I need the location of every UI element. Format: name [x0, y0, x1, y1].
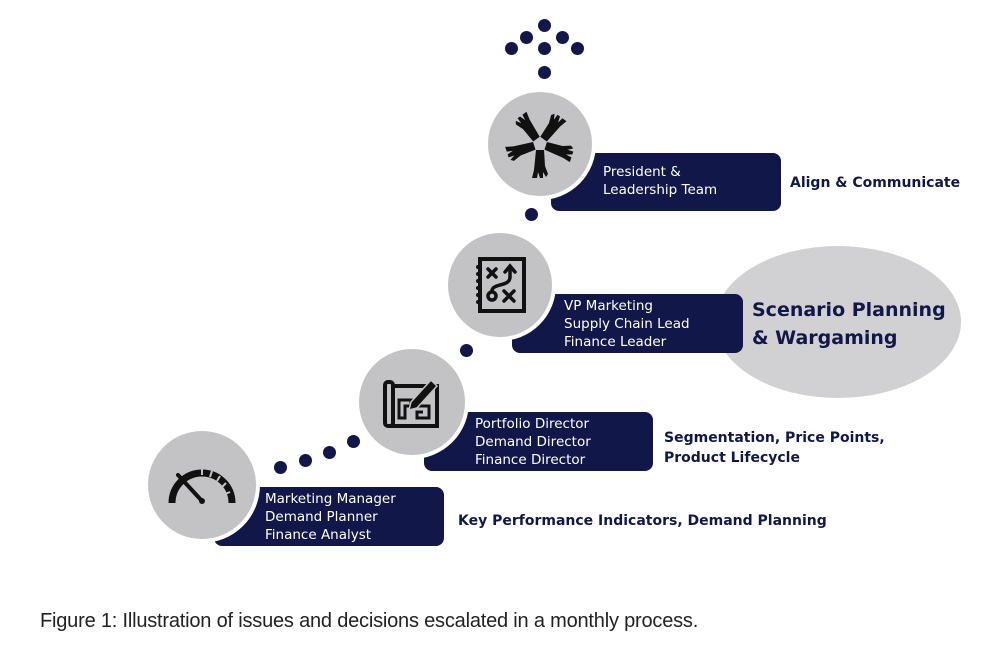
focus-ellipse [715, 246, 961, 398]
role-label: President & [603, 164, 681, 180]
role-label: Demand Director [475, 434, 591, 450]
connector-dot [347, 435, 360, 448]
arrow-dot [505, 42, 518, 55]
arrow-dot [538, 66, 551, 79]
stage-1-focus: Key Performance Indicators, Demand Plann… [458, 511, 827, 531]
focus-line: Scenario Planning [752, 299, 946, 321]
role-label: Leadership Team [603, 182, 718, 198]
focus-line: Product Lifecycle [664, 450, 800, 466]
focus-line: Segmentation, Price Points, [664, 430, 885, 446]
role-label: Demand Planner [265, 509, 378, 525]
role-label: VP Marketing [564, 298, 653, 314]
arrow-dot [556, 31, 569, 44]
connector-dot [274, 461, 287, 474]
stage-3-roles-box: VP Marketing Supply Chain Lead Finance L… [512, 294, 743, 353]
focus-line: Key Performance Indicators, Demand Plann… [458, 513, 827, 529]
arrow-dot [571, 42, 584, 55]
stage-1-circle [144, 427, 260, 543]
stage-2-circle [355, 345, 469, 459]
stage-4-circle [484, 88, 596, 200]
hands-together-icon [505, 111, 574, 178]
stage-3-circle [444, 229, 556, 341]
arrow-dot [538, 42, 551, 55]
stage-3-focus: Scenario Planning & Wargaming [752, 296, 946, 352]
focus-line: & Wargaming [752, 327, 898, 349]
role-label: Supply Chain Lead [564, 316, 690, 332]
role-label: Portfolio Director [475, 416, 590, 432]
figure-caption: Figure 1: Illustration of issues and dec… [40, 610, 699, 632]
arrow-dot [538, 19, 551, 32]
connector-dot [525, 208, 538, 221]
speedometer-icon [168, 469, 236, 504]
role-label: Finance Director [475, 452, 586, 468]
role-label: Finance Analyst [265, 527, 372, 543]
connector-dot [299, 454, 312, 467]
connector-dot [323, 446, 336, 459]
arrow-dot [520, 31, 533, 44]
role-label: Marketing Manager [265, 491, 396, 507]
stage-2-focus: Segmentation, Price Points, Product Life… [664, 428, 885, 468]
connector-dot [460, 344, 473, 357]
role-label: Finance Leader [564, 334, 667, 350]
strategy-playbook-icon [476, 257, 526, 313]
blueprint-pencil-icon [383, 378, 439, 428]
stage-4-focus: Align & Communicate [790, 173, 960, 193]
focus-line: Align & Communicate [790, 175, 961, 191]
